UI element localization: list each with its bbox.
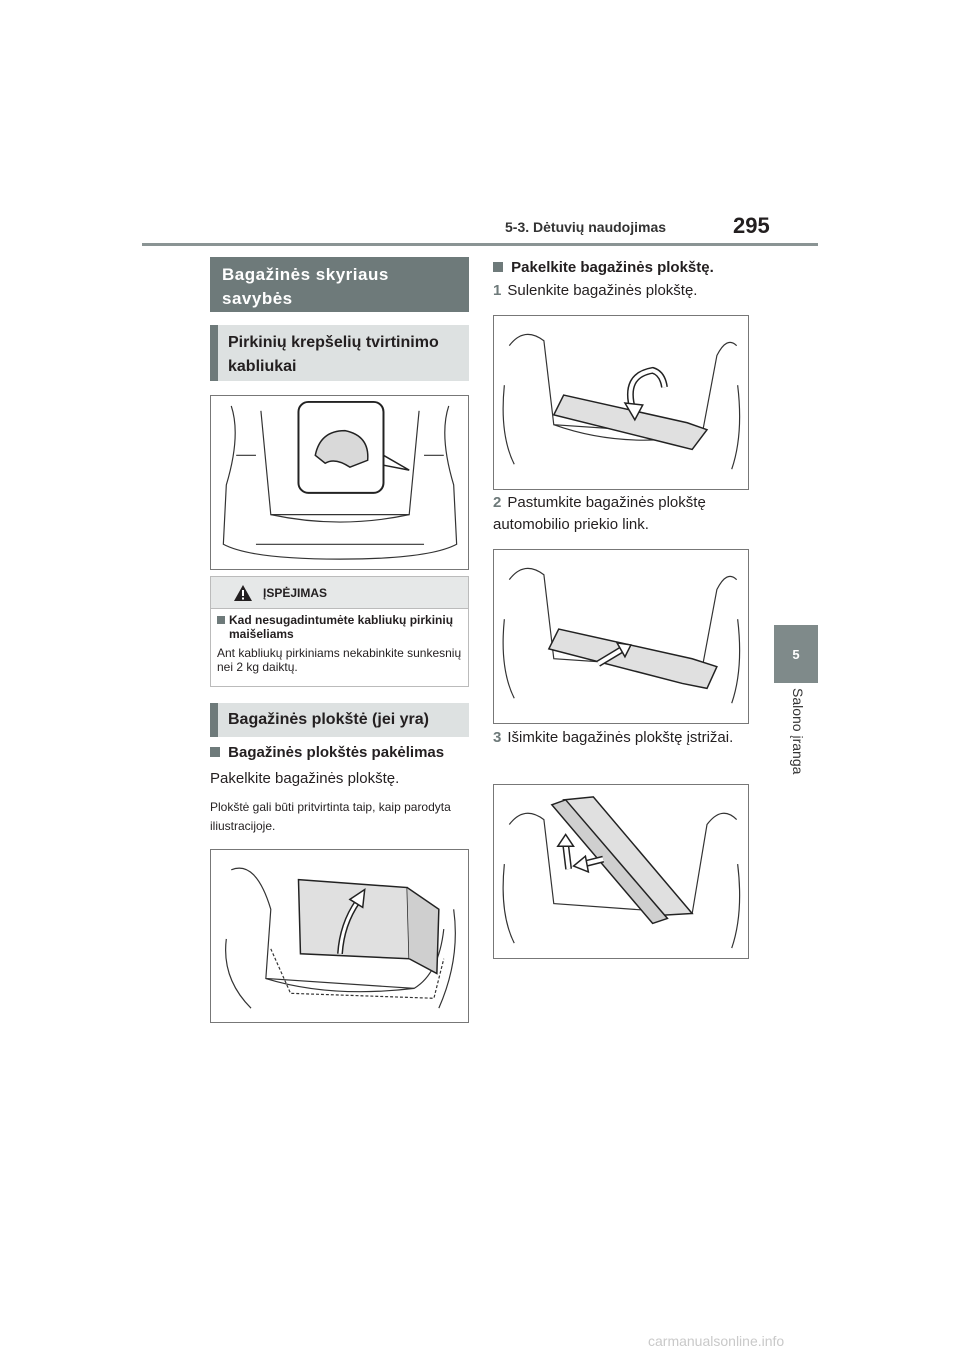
lift-board-illustration [225,867,456,1009]
square-bullet-icon [217,616,225,624]
step-text: Sulenkite bagažinės plokštę. [507,282,698,299]
step-text: Pastumkite bagažinės plokštę automobilio… [493,494,706,533]
main-heading: Bagažinės skyriaus savybės [210,257,469,312]
figure-step-1 [493,315,749,490]
step-number: 3 [493,729,502,746]
header-rule [142,243,818,246]
warning-triangle-icon [234,584,252,601]
lift-text: Pakelkite bagažinės plokštę. [210,770,400,787]
warning-header: ĮSPĖJIMAS [211,577,468,609]
step-number: 2 [493,494,502,511]
square-bullet-icon [493,262,503,272]
sub-heading-hooks: Pirkinių krepšelių tvirtinimo kabliukai [210,325,469,381]
square-bullet-icon [210,747,220,757]
fold-board-illustration [502,333,741,470]
lift-title: Bagažinės plokštės pakėlimas [228,744,445,761]
figure-lift-board [210,849,469,1023]
chapter-title: Salono įranga [786,688,806,808]
warning-subtitle: Kad nesugadintumėte kabliukų pirkinių ma… [229,613,454,641]
step-1: 1 Sulenkite bagažinės plokštę. [493,280,748,302]
remove-board-illustration [502,796,741,949]
watermark: carmanualsonline.info [648,1333,785,1349]
figure-shopping-hooks [210,395,469,570]
sub-heading-deck-board: Bagažinės plokštė (jei yra) [210,703,469,737]
chapter-title-text: Salono įranga [790,688,806,775]
lift-title-row: Bagažinės plokštės pakėlimas [210,742,469,764]
warning-subtitle-row: Kad nesugadintumėte kabliukų pirkinių ma… [217,613,462,641]
step-3: 3 Išimkite bagažinės plokštę įstrižai. [493,727,748,749]
step-text: Išimkite bagažinės plokštę įstrižai. [507,729,734,746]
lift-note: Plokštė gali būti pritvirtinta taip, kai… [210,800,451,833]
figure-step-3 [493,784,749,959]
page-number: 295 [733,213,770,238]
step-number: 1 [493,282,502,299]
right-title-row: Pakelkite bagažinės plokštę. [493,257,753,279]
warning-title: ĮSPĖJIMAS [263,585,328,600]
right-title: Pakelkite bagažinės plokštę. [511,259,714,276]
section-title: 5-3. Dėtuvių naudojimas [505,219,667,235]
warning-body: Ant kabliukų pirkiniams nekabinkite sunk… [217,646,462,674]
chapter-tab[interactable]: 5 [774,625,818,683]
warning-box: ĮSPĖJIMAS Kad nesugadintumėte kabliukų p… [210,576,469,687]
slide-board-illustration [502,567,741,704]
trunk-hooks-illustration [222,400,458,560]
figure-step-2 [493,549,749,724]
